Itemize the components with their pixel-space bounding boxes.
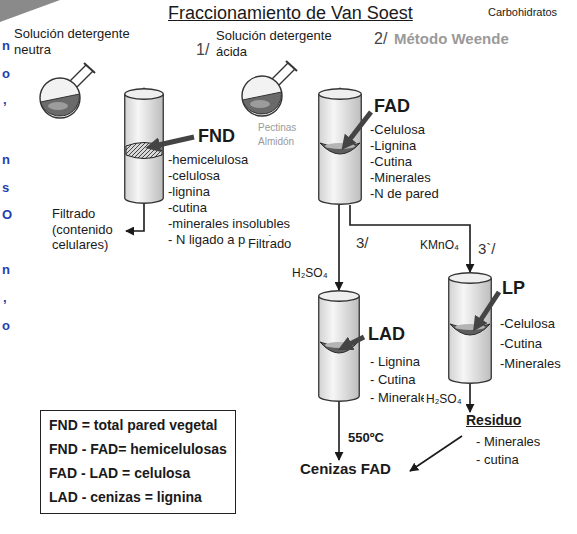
faint-text: Método Weende — [394, 30, 509, 48]
node-text: Cenizas FAD — [300, 460, 391, 478]
step-number: 1/ — [196, 40, 209, 59]
cylinder-rim — [449, 273, 492, 284]
ash-text: Cenizas FAD — [300, 460, 410, 482]
node-text: -celulosa — [168, 168, 220, 184]
cylinder-rim — [125, 89, 164, 100]
node-text: FAD - LAD = celulosa — [49, 465, 190, 482]
margin-letter: , — [3, 290, 7, 306]
node-text: -hemicelulosa — [168, 152, 248, 168]
crucible-cylinder — [318, 88, 362, 205]
cylinder-body — [125, 94, 164, 203]
filter-crucible: LAD- Lignina- Cutina- Minerales — [310, 278, 440, 408]
crucible-cylinder — [318, 290, 360, 402]
node-text: -minerales insolubles — [168, 216, 290, 232]
fiber-residue — [320, 143, 360, 154]
margin-letter: O — [2, 207, 12, 223]
flask-lip — [84, 63, 95, 73]
margin-letter: o — [2, 66, 10, 82]
flow-arrow — [338, 205, 340, 290]
node-text: FND - FAD= hemicelulosas — [49, 441, 227, 458]
cylinder-body — [449, 278, 492, 383]
node-text: -Lignina — [370, 138, 416, 154]
node-text: Solución detergente ácida — [216, 28, 336, 59]
flow-arrow — [469, 384, 471, 412]
faint-text: Almidón — [258, 136, 294, 148]
flask-bowl — [242, 76, 282, 116]
flask-liquid — [41, 94, 80, 116]
flow-arrow — [350, 205, 470, 272]
node-text: -Minerales — [500, 356, 561, 372]
pointer-arrow — [346, 337, 364, 346]
diagram-title: Fraccionamiento de Van Soest — [168, 3, 413, 25]
flask-liquid — [243, 92, 282, 114]
liquid-shine — [250, 100, 270, 108]
liquid-shine — [48, 102, 68, 110]
pointer-arrow — [154, 137, 194, 146]
node-text: Filtrado (contenido celulares) — [52, 206, 124, 253]
cylinder-rim — [319, 291, 360, 302]
margin-letter: n — [2, 152, 10, 168]
fraction-name: FAD — [374, 96, 410, 118]
reagent-label: H₂SO₄ — [292, 266, 328, 280]
fraction-name: LAD — [368, 324, 405, 346]
flow-arrow — [410, 436, 462, 471]
node-text: - Minerales — [476, 434, 540, 450]
step-number: 3/ — [356, 234, 369, 252]
residue-highlight — [455, 324, 485, 330]
node-text: Residuo — [466, 412, 521, 429]
node-text: -Celulosa — [500, 316, 555, 332]
step-number: 3`/ — [478, 240, 496, 258]
header-note: Carbohidratos — [488, 6, 557, 19]
node-text: Solución detergente neutra — [14, 26, 140, 57]
node-text: -Cutina — [500, 336, 542, 352]
filtrate-text: Filtrado (contenido celulares) — [52, 206, 126, 256]
flow-arrow — [126, 204, 144, 231]
fraction-name: LP — [502, 278, 525, 300]
node-text: FND = total pared vegetal — [49, 417, 217, 434]
formula-box: FND = total pared vegetalFND - FAD= hemi… — [40, 410, 236, 514]
margin-letter: o — [2, 318, 10, 334]
node-text: - Cutina — [370, 372, 416, 388]
flask-lip — [286, 61, 297, 71]
margin-letter: n — [2, 38, 10, 54]
node-text: - Lignina — [370, 354, 420, 370]
temperature-label: 550ºC — [348, 430, 384, 446]
cylinder-body — [319, 94, 362, 204]
faint-text: Pectinas — [258, 122, 296, 134]
round-flask — [238, 58, 300, 120]
fiber-residue — [450, 324, 490, 335]
fraction-name: FND — [198, 126, 235, 148]
node-text: -N de pared — [370, 186, 439, 202]
node-text: - cutina — [476, 452, 519, 468]
round-flask — [36, 60, 98, 122]
crucible-cylinder — [448, 272, 492, 384]
edge-label: KMnO₄ — [418, 238, 461, 252]
node-text: LAD - cenizas = lignina — [49, 489, 202, 506]
node-text: -Minerales — [370, 170, 431, 186]
page-corner — [0, 0, 60, 22]
margin-letter: n — [2, 262, 10, 278]
edge-label: Filtrado — [246, 236, 293, 252]
node-text: -Cutina — [370, 154, 412, 170]
residue-text: Residuo - Minerales - cutina — [462, 412, 562, 472]
pointer-arrow — [347, 112, 371, 143]
cylinder-body — [319, 296, 360, 401]
cylinder-rim — [319, 89, 362, 100]
filter-crucible: LP -Celulosa -Cutina -Minerales — [440, 262, 574, 388]
pointer-arrow — [478, 292, 499, 324]
node-text: -Celulosa — [370, 122, 425, 138]
node-text: -cutina — [168, 200, 207, 216]
step-number: 2/ — [374, 29, 387, 48]
residue-highlight — [325, 143, 355, 149]
edge-label: H₂SO₄ — [424, 392, 464, 406]
reagent-flask: Solución detergente neutra — [14, 26, 142, 126]
margin-letter: s — [2, 180, 9, 196]
flask-bowl — [40, 78, 80, 118]
filter-crucible: FAD -Celulosa-Lignina-Cutina-Minerales-N … — [314, 80, 464, 212]
flow-arrow — [338, 402, 340, 460]
node-text: -lignina — [168, 184, 210, 200]
margin-letter: , — [3, 92, 7, 108]
